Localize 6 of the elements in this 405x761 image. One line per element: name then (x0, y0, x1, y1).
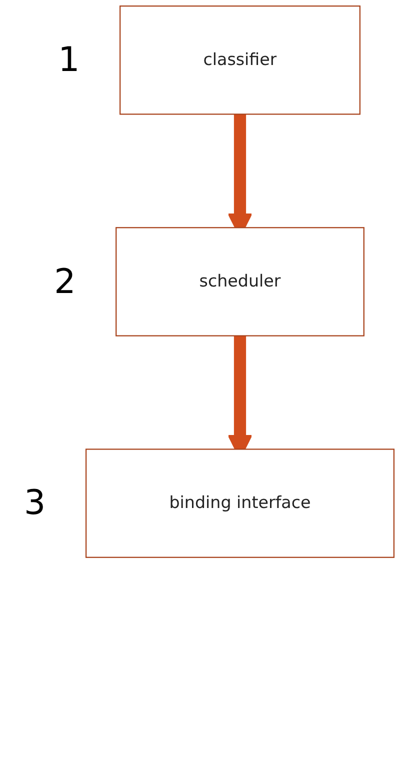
step-number: 1 (58, 40, 80, 80)
step-number: 3 (24, 483, 46, 524)
process-box: classifier (120, 5, 360, 115)
process-box: binding interface (85, 448, 395, 558)
process-box: scheduler (116, 227, 364, 336)
step-number: 2 (54, 262, 76, 302)
